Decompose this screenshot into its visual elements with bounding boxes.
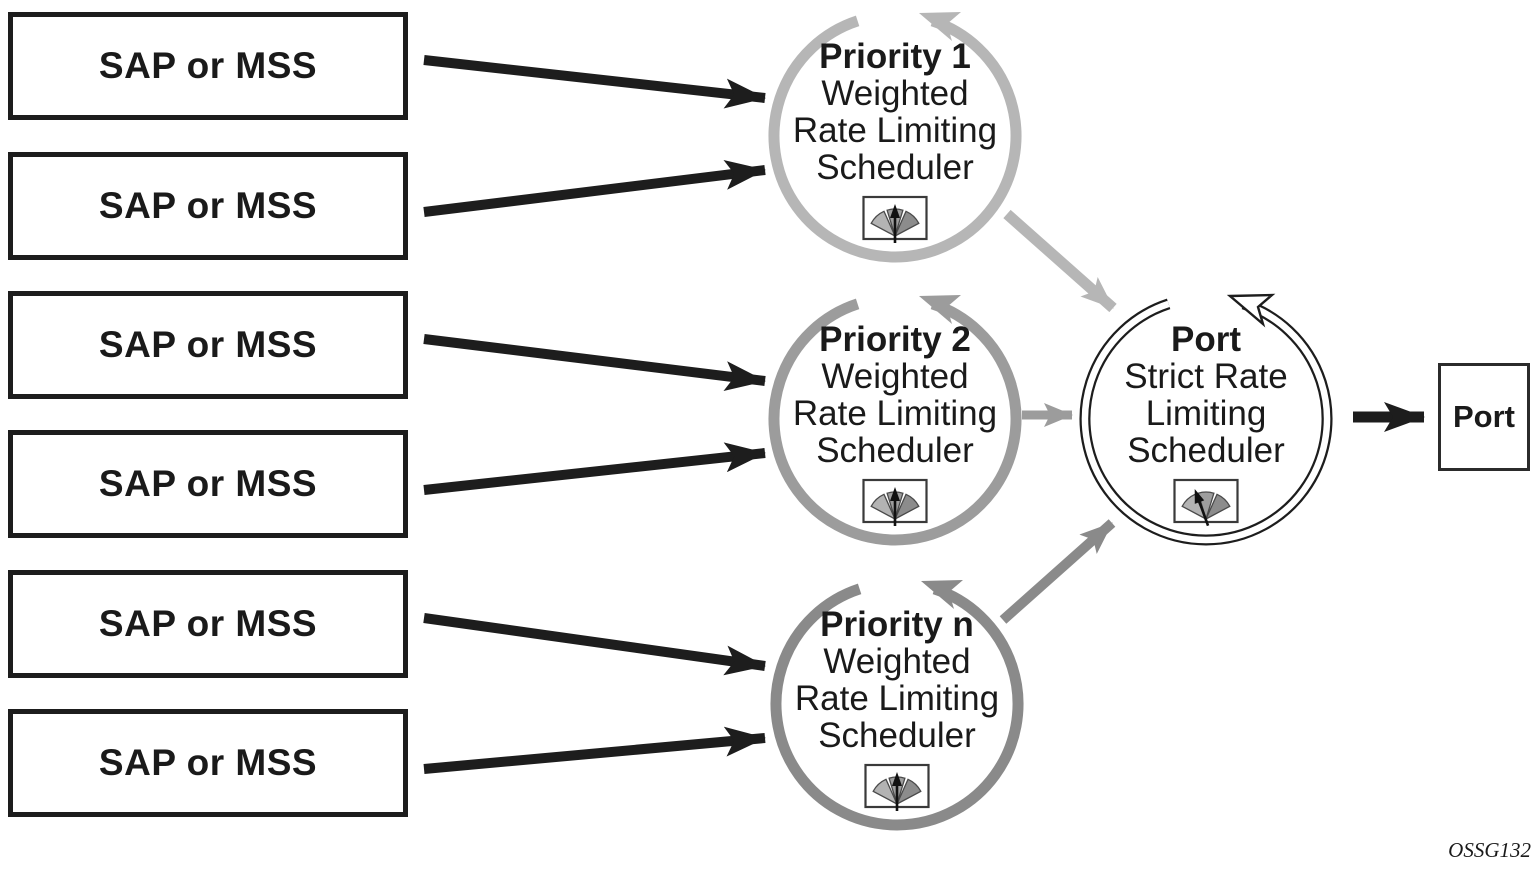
gauge-icon <box>862 195 928 245</box>
gauge-icon <box>862 478 928 528</box>
gauge-icon <box>864 763 930 813</box>
sap-or-mss-label: SAP or MSS <box>98 603 318 644</box>
priority1-loop-arrow <box>768 15 1022 263</box>
input-arrows <box>423 55 766 774</box>
scheduler-line: Weighted <box>821 357 969 396</box>
sap-or-mss-label: SAP or MSS <box>98 185 318 226</box>
scheduler-line: Scheduler <box>816 431 974 470</box>
sap-or-mss-box: SAP or MSS <box>8 12 408 120</box>
port-box: Port <box>1438 363 1530 471</box>
input-arrow <box>423 160 766 217</box>
input-arrow <box>423 613 766 676</box>
port-loop-arrow <box>1079 293 1333 546</box>
scheduler-title: Priority 1 <box>819 37 971 76</box>
priority2-scheduler-label: Priority 2 Weighted Rate Limiting Schedu… <box>745 321 1045 469</box>
scheduler-line: Strict Rate <box>1124 357 1288 396</box>
sap-or-mss-label: SAP or MSS <box>98 742 318 783</box>
priority1-scheduler-label: Priority 1 Weighted Rate Limiting Schedu… <box>745 38 1045 186</box>
priority-n-to-port-arrow <box>999 519 1116 624</box>
figure-id: OSSG132 <box>1448 838 1531 862</box>
port-box-label: Port <box>1453 399 1515 434</box>
input-arrow <box>423 442 766 495</box>
scheduler-line: Rate Limiting <box>792 111 998 150</box>
priority2-loop-arrowhead-icon <box>919 295 961 324</box>
sap-or-mss-box: SAP or MSS <box>8 291 408 399</box>
scheduler-line: Scheduler <box>1127 431 1285 470</box>
sap-or-mss-box: SAP or MSS <box>8 430 408 538</box>
input-arrow <box>423 334 766 391</box>
scheduler-line: Weighted <box>821 74 969 113</box>
sap-or-mss-box: SAP or MSS <box>8 709 408 817</box>
scheduler-line: Scheduler <box>818 716 976 755</box>
input-arrow <box>423 55 766 109</box>
scheduler-title: Priority n <box>820 605 974 644</box>
scheduler-title: Port <box>1171 320 1241 359</box>
sap-or-mss-label: SAP or MSS <box>98 324 318 365</box>
sap-or-mss-label: SAP or MSS <box>98 463 318 504</box>
sap-or-mss-label: SAP or MSS <box>98 45 318 86</box>
priority-n-loop-arrowhead-icon <box>921 580 963 609</box>
port-loop-arrowhead-icon <box>1226 293 1276 328</box>
sap-or-mss-box: SAP or MSS <box>8 570 408 678</box>
sap-or-mss-box: SAP or MSS <box>8 152 408 260</box>
priority2-loop-arrow <box>768 298 1022 546</box>
scheduler-line: Rate Limiting <box>792 394 998 433</box>
scheduler-title: Priority 2 <box>819 320 971 359</box>
priority1-to-port-arrow <box>1003 209 1117 313</box>
scheduler-line: Scheduler <box>816 148 974 187</box>
priority-n-scheduler-label: Priority n Weighted Rate Limiting Schedu… <box>747 606 1047 754</box>
priority-n-loop-arrow <box>770 583 1024 831</box>
scheduler-line: Limiting <box>1145 394 1267 433</box>
input-arrow <box>423 726 766 774</box>
priority1-loop-arrowhead-icon <box>919 12 961 41</box>
port-scheduler-label: Port Strict Rate Limiting Scheduler <box>1056 321 1356 469</box>
scheduler-line: Rate Limiting <box>794 679 1000 718</box>
scheduler-line: Weighted <box>823 642 971 681</box>
gauge-icon <box>1173 478 1239 529</box>
